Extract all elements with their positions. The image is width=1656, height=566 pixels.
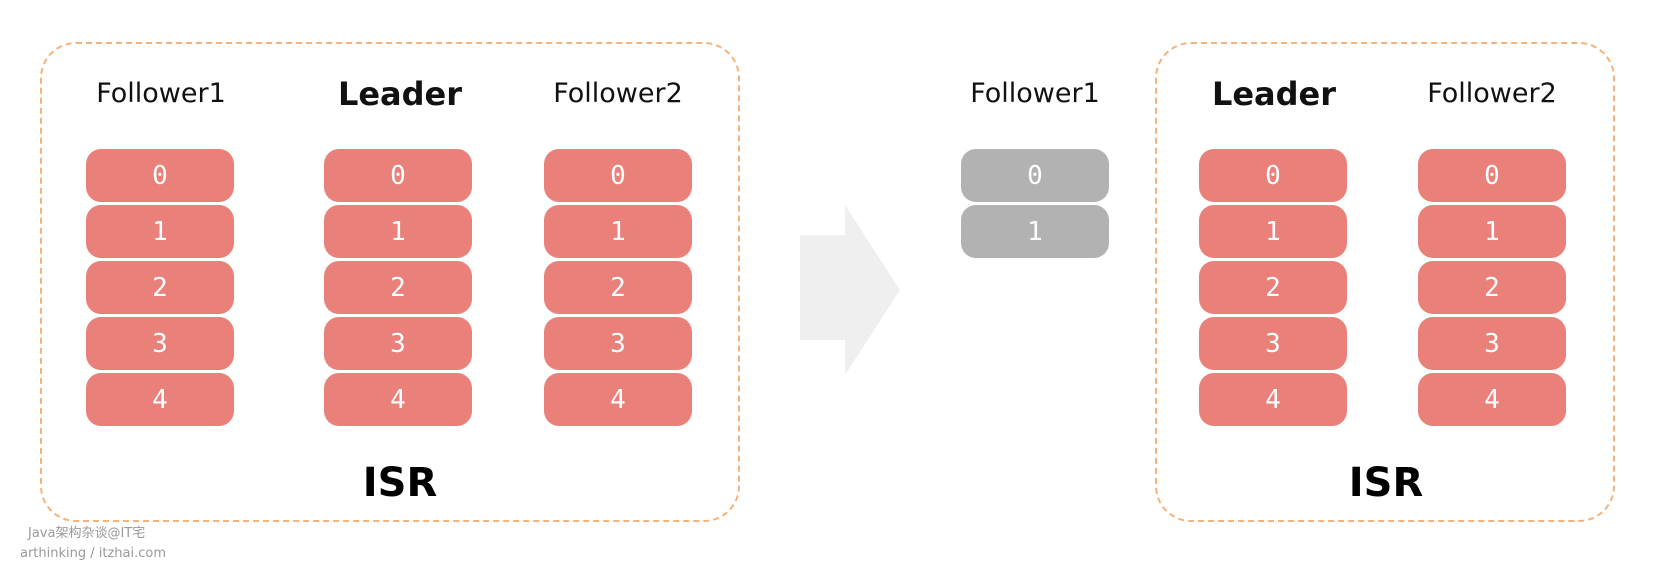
watermark-line1: Java架构杂谈@IT宅 [28, 526, 146, 541]
log-stack-follower1-before: 0 1 2 3 4 [86, 149, 234, 429]
log-offset-cell: 1 [1418, 205, 1566, 258]
log-offset-cell: 3 [1199, 317, 1347, 370]
column-title-follower1-before: Follower1 [96, 78, 226, 109]
column-title-leader-after: Leader [1211, 75, 1337, 113]
log-offset-cell: 4 [1199, 373, 1347, 426]
log-offset-cell: 1 [324, 205, 472, 258]
log-offset-cell: 4 [544, 373, 692, 426]
log-offset-cell: 0 [1418, 149, 1566, 202]
log-offset-cell: 2 [324, 261, 472, 314]
log-offset-cell: 2 [86, 261, 234, 314]
column-title-leader-before: Leader [337, 75, 463, 113]
log-stack-follower1-after: 0 1 [961, 149, 1109, 261]
log-stack-leader-after: 0 1 2 3 4 [1199, 149, 1347, 429]
column-title-follower2-before: Follower2 [553, 78, 683, 109]
log-stack-follower2-before: 0 1 2 3 4 [544, 149, 692, 429]
isr-label-before: ISR [362, 460, 438, 506]
log-offset-cell: 0 [1199, 149, 1347, 202]
log-offset-cell: 0 [324, 149, 472, 202]
log-offset-cell: 3 [544, 317, 692, 370]
log-offset-cell: 1 [86, 205, 234, 258]
log-offset-cell: 2 [544, 261, 692, 314]
log-offset-cell-lagging: 0 [961, 149, 1109, 202]
isr-group-before [40, 42, 740, 522]
log-offset-cell: 3 [324, 317, 472, 370]
log-offset-cell: 3 [1418, 317, 1566, 370]
watermark-line2: arthinking / itzhai.com [20, 546, 167, 561]
isr-group-after [1155, 42, 1615, 522]
log-stack-leader-before: 0 1 2 3 4 [324, 149, 472, 429]
log-offset-cell: 0 [544, 149, 692, 202]
log-offset-cell: 0 [86, 149, 234, 202]
log-stack-follower2-after: 0 1 2 3 4 [1418, 149, 1566, 429]
log-offset-cell: 4 [86, 373, 234, 426]
column-title-follower1-after: Follower1 [970, 78, 1100, 109]
log-offset-cell: 1 [1199, 205, 1347, 258]
log-offset-cell-lagging: 1 [961, 205, 1109, 258]
transition-arrow-icon [800, 205, 900, 375]
isr-label-after: ISR [1348, 460, 1424, 506]
log-offset-cell: 4 [324, 373, 472, 426]
log-offset-cell: 4 [1418, 373, 1566, 426]
log-offset-cell: 1 [544, 205, 692, 258]
log-offset-cell: 2 [1199, 261, 1347, 314]
log-offset-cell: 3 [86, 317, 234, 370]
column-title-follower2-after: Follower2 [1427, 78, 1557, 109]
log-offset-cell: 2 [1418, 261, 1566, 314]
